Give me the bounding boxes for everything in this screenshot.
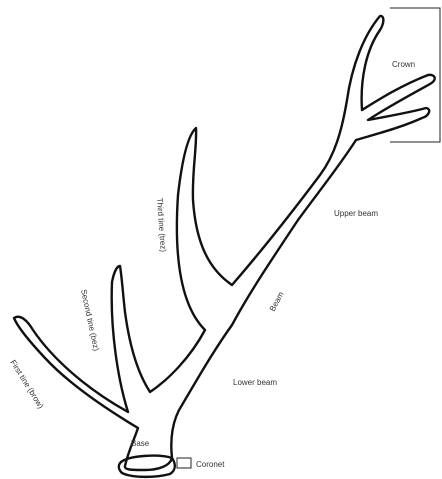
label-beam: Beam bbox=[268, 290, 286, 313]
label-first-tine: First tine (brow) bbox=[8, 358, 45, 410]
label-base: Base bbox=[131, 439, 150, 448]
label-third-tine: Third tine (trez) bbox=[155, 198, 168, 253]
antler-outline bbox=[14, 16, 435, 470]
coronet-pointer-box bbox=[177, 458, 191, 468]
label-second-tine: Second tine (bez) bbox=[79, 289, 101, 353]
label-lower-beam: Lower beam bbox=[233, 378, 277, 387]
label-coronet: Coronet bbox=[196, 460, 225, 469]
label-crown: Crown bbox=[392, 60, 415, 69]
label-upper-beam: Upper beam bbox=[334, 209, 378, 218]
